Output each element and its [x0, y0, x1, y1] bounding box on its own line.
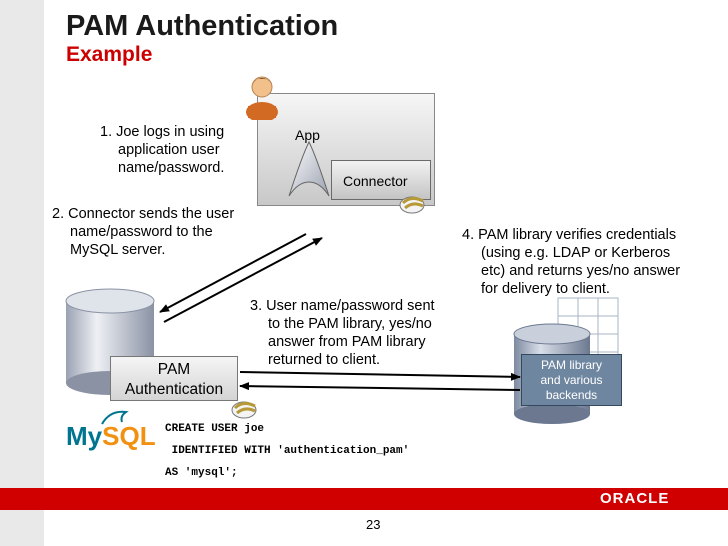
- code-line: CREATE USER joe: [165, 423, 265, 435]
- page-number: 23: [366, 517, 381, 532]
- connector-label: Connector: [343, 173, 408, 189]
- arrow-pam-to-backend: [239, 371, 521, 381]
- step-4-line: 4. PAM library verifies credentials: [462, 227, 677, 243]
- app-shape-icon: [288, 140, 330, 197]
- step-3-line: 3. User name/password sent: [250, 298, 435, 314]
- user-avatar-icon: [246, 76, 278, 120]
- mysql-dolphin-icon: [101, 410, 129, 425]
- step-2-line: MySQL server.: [70, 242, 166, 258]
- pam-library-label: PAM library and various backends: [521, 354, 622, 406]
- step-4-line: (using e.g. LDAP or Kerberos: [481, 245, 671, 261]
- step-4-line: for delivery to client.: [481, 281, 610, 297]
- step-2-line: name/password to the: [70, 224, 213, 240]
- oracle-logo: ORACLE: [600, 490, 670, 507]
- mysql-logo-my: My: [66, 421, 103, 451]
- left-margin-divider: [44, 0, 47, 480]
- left-margin-bar: [0, 0, 44, 546]
- step-1-line: 1. Joe logs in using: [100, 124, 225, 140]
- backend-line: and various: [540, 373, 603, 387]
- slide-subtitle: Example: [66, 43, 153, 66]
- mysql-logo-sql: SQL: [102, 421, 156, 451]
- step-4-text: 4. PAM library verifies credentials (usi…: [462, 226, 712, 298]
- step-1-line: application user: [118, 142, 220, 158]
- backend-line: backends: [545, 388, 598, 402]
- pam-label-line: Authentication: [124, 381, 224, 398]
- app-label: App: [295, 127, 320, 143]
- plug-icon-pam: [231, 401, 257, 419]
- pam-authentication-box: PAM Authentication: [110, 356, 238, 401]
- step-2-line: 2. Connector sends the user: [52, 206, 235, 222]
- step-1-line: name/password.: [118, 160, 225, 176]
- plug-icon: [399, 196, 425, 214]
- arrow-connector-to-server: [159, 233, 307, 313]
- arrow-backend-to-pam: [239, 382, 521, 391]
- step-3-line: to the PAM library, yes/no: [268, 316, 432, 332]
- step-4-line: etc) and returns yes/no answer: [481, 263, 681, 279]
- step-3-text: 3. User name/password sent to the PAM li…: [250, 297, 465, 369]
- arrow-server-to-connector: [163, 237, 323, 323]
- slide-title: PAM Authentication: [66, 10, 339, 42]
- backend-line: PAM library: [540, 358, 603, 372]
- step-1-text: 1. Joe logs in using application user na…: [100, 123, 260, 177]
- step-3-line: answer from PAM library: [268, 334, 426, 350]
- step-3-line: returned to client.: [268, 352, 381, 368]
- code-line: IDENTIFIED WITH 'authentication_pam': [165, 445, 410, 457]
- pam-label-line: PAM: [157, 361, 191, 378]
- footer-band: [0, 488, 728, 510]
- connector-box: [331, 160, 431, 200]
- code-line: AS 'mysql';: [165, 467, 238, 479]
- step-2-text: 2. Connector sends the user name/passwor…: [52, 205, 262, 259]
- mysql-logo: MySQL: [66, 421, 156, 452]
